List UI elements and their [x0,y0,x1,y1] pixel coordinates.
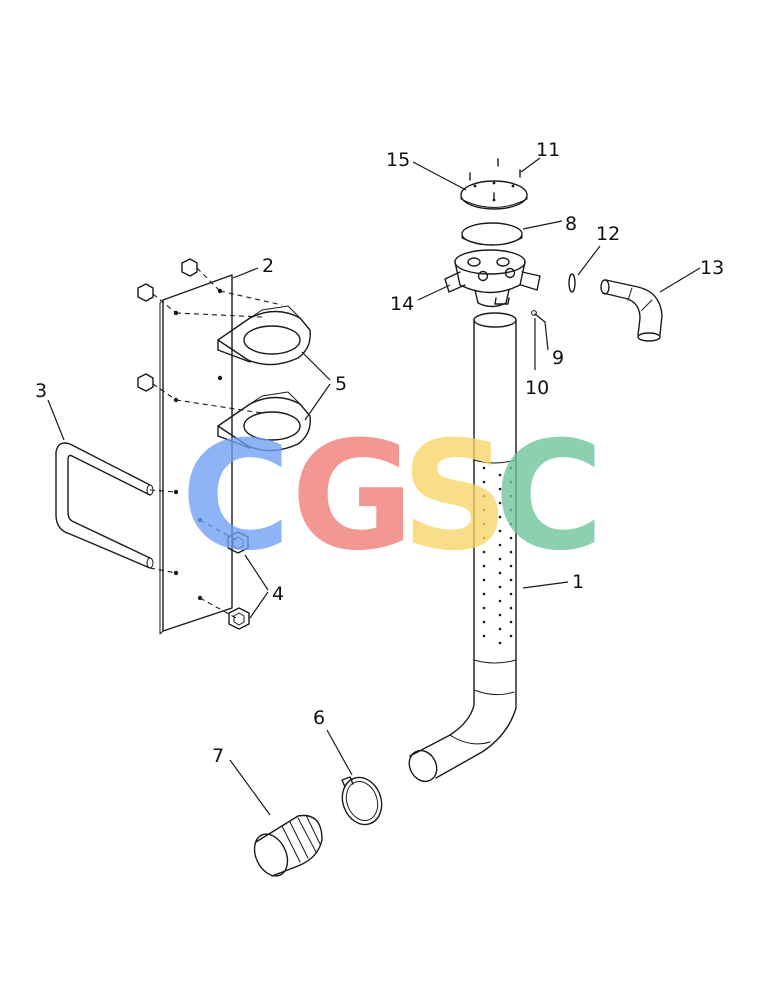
tube-hole [482,634,486,638]
tube-hole [509,522,513,526]
callout-11: 11 [536,139,560,161]
tube-hole [509,564,513,568]
tube-hole [509,634,513,638]
tube-hole [509,606,513,610]
watermark-letter-c2: C [494,410,604,584]
tube-clamp-lower [217,391,311,452]
lid-plate [460,180,528,210]
tube-hole [509,620,513,624]
callout-8: 8 [565,213,577,235]
tube-hole [509,494,513,498]
o-ring [568,273,576,293]
callout-1: 1 [572,571,584,593]
tube-perforations [482,466,513,645]
tube-hole [482,536,486,540]
plate-nuts [137,258,198,392]
callout-2: 2 [262,255,274,277]
tube-hole [498,487,502,491]
cgsc-watermark: C G S C [181,410,604,584]
callout-3: 3 [35,380,47,402]
tube-hole [509,578,513,582]
tube-hole [482,466,486,470]
tube-hole [482,508,486,512]
callout-labels: 1 2 3 4 5 6 7 8 9 10 11 12 13 14 15 [35,139,724,767]
tube-hole [509,550,513,554]
small-screw [531,310,546,323]
callout-7: 7 [212,745,224,767]
hose-sleeve [253,814,323,877]
callout-13: 13 [700,257,724,279]
tube-hole [498,599,502,603]
lid-screws [469,158,521,201]
assembly-dashed-lines [149,267,283,619]
tube-hole [482,606,486,610]
tube-hole [498,641,502,645]
watermark-letter-c1: C [181,410,291,584]
callout-10: 10 [525,377,549,399]
hose-clamp [341,776,383,826]
tube-hole [482,564,486,568]
tube-hole [509,480,513,484]
tube-hole [482,522,486,526]
tube-hole [509,508,513,512]
tube-hole [498,627,502,631]
callout-4: 4 [272,583,284,605]
tube-hole [498,613,502,617]
tube-hole [498,543,502,547]
perforated-tube [408,312,517,783]
callout-14: 14 [390,293,414,315]
watermark-letter-g: G [291,410,414,584]
tube-hole [498,473,502,477]
distribution-head [444,249,541,308]
tube-hole [498,501,502,505]
gasket [461,222,523,246]
leader-lines [47,157,701,816]
u-bolt [55,442,154,569]
tube-hole [509,466,513,470]
tube-hole [509,592,513,596]
callout-12: 12 [596,223,620,245]
tube-hole [498,571,502,575]
tube-hole [482,620,486,624]
tube-hole [498,557,502,561]
tube-hole [498,515,502,519]
elbow-hose [600,279,663,342]
watermark-letter-s: S [401,410,509,584]
tube-hole [482,592,486,596]
tube-hole [498,529,502,533]
callout-6: 6 [313,707,325,729]
tube-hole [482,578,486,582]
callout-15: 15 [386,149,410,171]
tube-hole [509,536,513,540]
tube-hole [482,494,486,498]
hex-nuts [227,531,250,630]
tube-hole [482,550,486,554]
callout-9: 9 [552,347,564,369]
tube-hole [498,585,502,589]
tube-clamp-upper [217,305,311,366]
callout-5: 5 [335,373,347,395]
tube-hole [482,480,486,484]
